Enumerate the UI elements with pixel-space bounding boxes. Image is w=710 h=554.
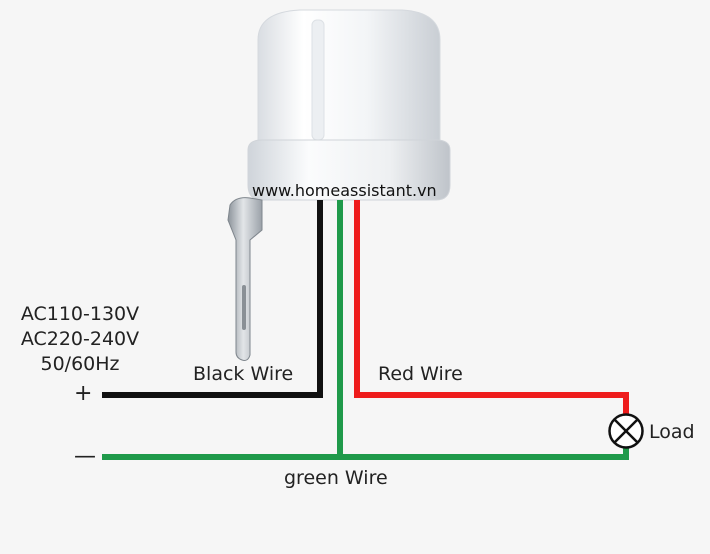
- black-wire: [102, 200, 323, 398]
- red-wire-label: Red Wire: [378, 363, 463, 385]
- clip-slot: [242, 285, 246, 330]
- load-lamp-icon: [608, 413, 644, 449]
- negative-terminal-sign: —: [74, 444, 96, 469]
- mounting-clip: [227, 197, 263, 361]
- green-wire-label: green Wire: [284, 467, 388, 489]
- positive-terminal-sign: +: [74, 381, 93, 406]
- supply-line-3: 50/60Hz: [40, 353, 120, 375]
- sensor-ridge: [311, 19, 325, 141]
- photocell-sensor: [227, 9, 451, 361]
- red-wire: [354, 200, 629, 415]
- supply-line-1: AC110-130V: [20, 303, 140, 325]
- black-wire-label: Black Wire: [193, 363, 294, 385]
- supply-voltage-label: AC110-130V AC220-240V 50/60Hz: [6, 302, 154, 377]
- supply-line-2: AC220-240V: [20, 328, 140, 350]
- sensor-dome: [257, 9, 441, 166]
- green-wire: [102, 200, 629, 460]
- watermark-url: www.homeassistant.vn: [252, 181, 437, 200]
- load-label: Load: [649, 421, 695, 443]
